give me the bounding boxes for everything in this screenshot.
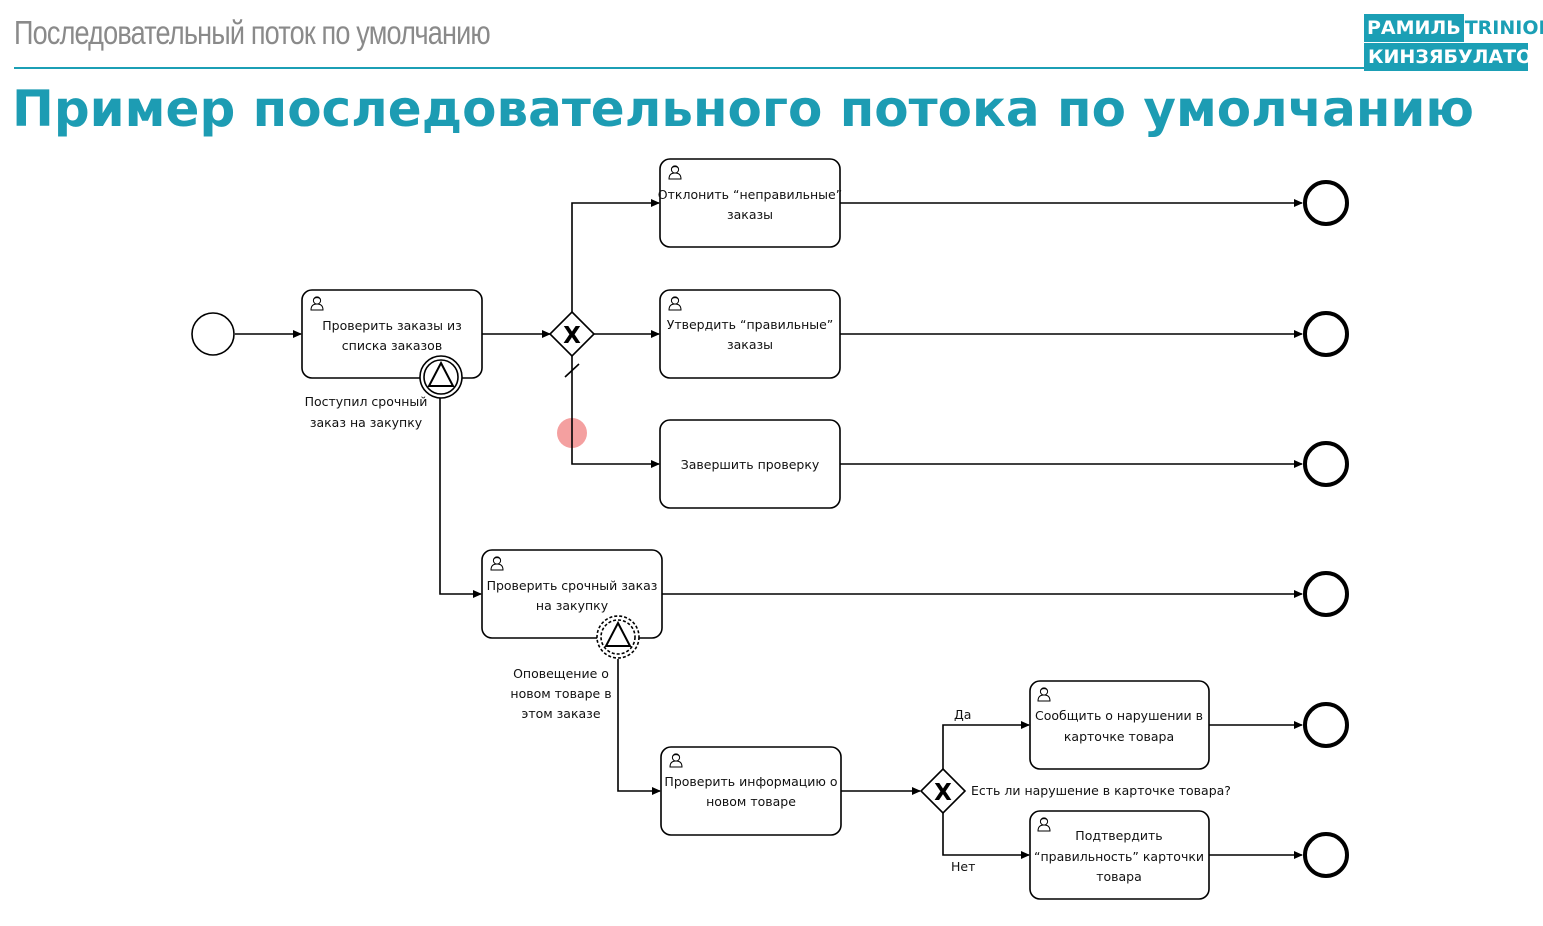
flow-gateway-to-finish-default — [571, 356, 660, 468]
task-label: на закупку — [536, 598, 609, 613]
flow-urgent-event-to-task — [439, 398, 482, 598]
task-check-info: Проверить информацию о новом товаре — [660, 746, 842, 836]
task-reject: Отклонить “неправильные” заказы — [658, 158, 842, 248]
sequence-flows — [235, 199, 1303, 859]
task-label: Проверить информацию о — [664, 774, 837, 789]
task-label: Утвердить “правильные” — [667, 317, 834, 332]
task-label: товара — [1096, 869, 1142, 884]
task-label: “правильность” карточки — [1034, 849, 1204, 864]
event-label: Оповещение о — [513, 666, 609, 681]
event-label: Поступил срочный — [305, 394, 428, 409]
default-flow-slash — [564, 363, 580, 378]
end-event-reject — [1303, 180, 1349, 226]
start-event — [191, 312, 235, 356]
flow-label-no: Нет — [951, 859, 975, 874]
end-event-approve — [1303, 311, 1349, 357]
task-approve: Утвердить “правильные” заказы — [659, 289, 841, 379]
flow-label-yes: Да — [954, 707, 971, 722]
flow-gateway-no — [942, 813, 1030, 859]
task-report: Сообщить о нарушении в карточке товара — [1029, 680, 1210, 770]
escalation-triangle-icon — [427, 360, 455, 387]
end-event-finish — [1303, 441, 1349, 487]
end-events — [1303, 180, 1349, 878]
task-label: Проверить срочный заказ — [487, 578, 658, 593]
task-label: Сообщить о нарушении в — [1035, 708, 1203, 723]
escalation-triangle-icon — [604, 620, 632, 647]
gateway-x-marker: X — [563, 323, 581, 349]
event-label: этом заказе — [521, 706, 600, 721]
gateway-x-marker: X — [934, 780, 952, 806]
flow-notify-to-info — [617, 659, 661, 795]
task-label: заказы — [727, 207, 773, 222]
exclusive-gateway-violation: X — [919, 767, 967, 815]
flow-gateway-yes — [942, 721, 1030, 769]
logo-text-ramil: РАМИЛЬ — [1364, 14, 1464, 42]
end-event-report — [1303, 702, 1349, 748]
header-divider — [14, 67, 1528, 69]
task-label: Завершить проверку — [681, 457, 820, 472]
logo-text-trinion: TRINION — [1464, 17, 1543, 39]
page-title: Пример последовательного потока по умолч… — [12, 80, 1475, 138]
flow-gateway-to-reject — [571, 199, 660, 312]
task-label: Отклонить “неправильные” — [658, 187, 842, 202]
task-label: заказы — [727, 337, 773, 352]
exclusive-gateway-main: X — [548, 310, 596, 358]
event-label: новом товаре в — [510, 686, 611, 701]
brand-logo: РАМИЛЬ TRINION КИНЗЯБУЛАТОВ — [1364, 14, 1543, 71]
boundary-escalation-non-interrupting — [596, 615, 640, 659]
event-label: заказ на закупку — [310, 415, 423, 430]
task-confirm: Подтвердить “правильность” карточки това… — [1029, 810, 1210, 900]
task-label: Подтвердить — [1075, 828, 1162, 843]
header-subtitle: Последовательный поток по умолчанию — [14, 14, 491, 51]
task-label: списка заказов — [342, 338, 442, 353]
task-finish: Завершить проверку — [659, 419, 841, 509]
logo-text-kinzyabulatov: КИНЗЯБУЛАТОВ — [1364, 43, 1543, 71]
task-label: Проверить заказы из — [322, 318, 462, 333]
task-label: новом товаре — [706, 794, 796, 809]
end-event-urgent — [1303, 571, 1349, 617]
boundary-escalation-interrupting — [419, 355, 463, 399]
gateway-question-label: Есть ли нарушение в карточке товара? — [971, 783, 1231, 798]
task-label: карточке товара — [1064, 729, 1174, 744]
end-event-confirm — [1303, 832, 1349, 878]
